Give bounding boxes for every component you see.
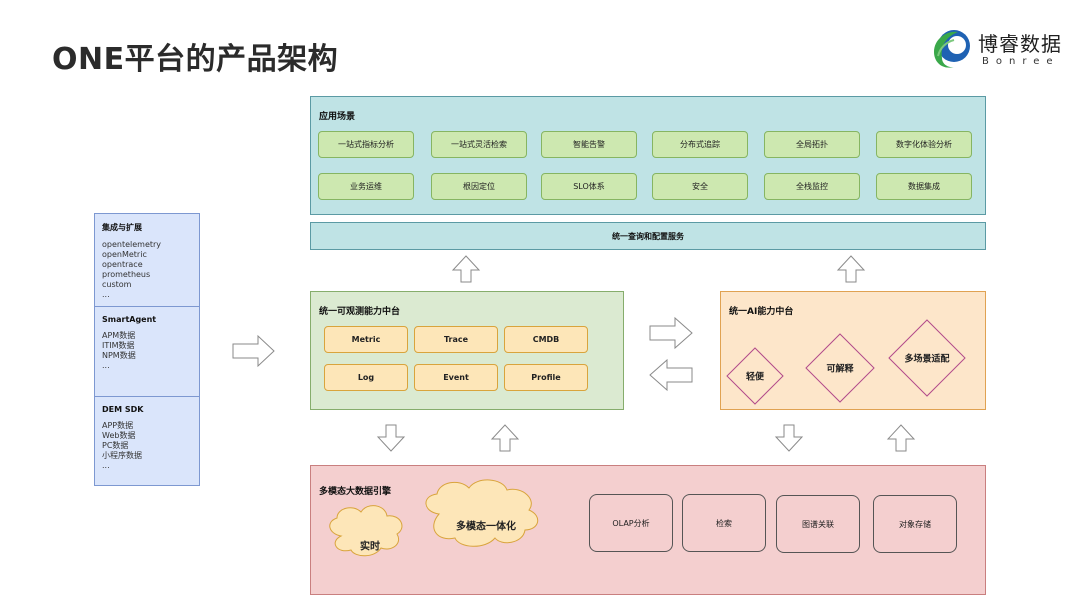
integration-item: custom [102,280,132,289]
arrow-up-icon [451,255,481,283]
smartagent-section-title: SmartAgent [102,315,157,324]
integration-panel: 集成与扩展 opentelemetry openMetric opentrace… [94,213,200,486]
ai-feature-label: 可解释 [826,364,854,375]
diamond-shape [805,333,875,403]
observability-item: Profile [504,364,588,391]
dem-sdk-section: DEM SDK APP数据 Web数据 PC数据 小程序数据 ... [95,396,199,486]
dem-sdk-item: ... [102,461,110,470]
ai-diamonds-layer [726,319,966,405]
smartagent-item: ... [102,361,110,370]
application-scenarios-box: 应用场景 一站式指标分析 一站式灵活检索 智能告警 分布式追踪 全局拓扑 数字化… [310,96,986,215]
logo-name-cn: 博睿数据 [978,32,1062,56]
page-title: ONE平台的产品架构 [52,42,339,77]
cloud-label: 多模态一体化 [456,521,516,533]
cloud-label: 实时 [360,541,380,553]
scenario-item: 全栈监控 [764,173,860,200]
scenario-item: 数据集成 [876,173,972,200]
integration-item: prometheus [102,270,151,279]
ai-feature-label: 多场景适配 [904,354,950,365]
scenario-item: 根因定位 [431,173,527,200]
engine-item: OLAP分析 [589,494,673,552]
cloud-shape [425,479,539,547]
data-engine-box: 多模态大数据引擎 实时 多模态一体化 OLAP分析 检索 图谱关联 对象存储 [310,465,986,595]
smartagent-section: SmartAgent APM数据 ITIM数据 NPM数据 ... [95,306,199,396]
query-service-bar: 统一查询和配置服务 [310,222,986,250]
observability-platform-box: 统一可观测能力中台 Metric Trace CMDB Log Event Pr… [310,291,624,410]
scenario-item: SLO体系 [541,173,637,200]
observability-item: CMDB [504,326,588,353]
engine-item: 检索 [682,494,766,552]
data-engine-title: 多模态大数据引擎 [319,487,392,497]
arrow-up-icon [886,424,916,452]
smartagent-item: ITIM数据 [102,341,135,350]
dem-sdk-item: Web数据 [102,431,136,440]
cloud-shape [329,505,403,557]
ai-feature-label: 轻便 [745,372,765,383]
integration-section-title: 集成与扩展 [102,223,142,232]
ai-platform-title: 统一AI能力中台 [729,307,794,317]
dem-sdk-section-title: DEM SDK [102,405,144,414]
observability-item: Trace [414,326,498,353]
dem-sdk-item: PC数据 [102,441,129,450]
smartagent-item: NPM数据 [102,351,136,360]
dem-sdk-item: APP数据 [102,421,134,430]
arrow-down-icon [774,424,804,452]
bonree-logo-icon [934,30,970,68]
engine-item: 对象存储 [873,495,957,553]
engine-item: 图谱关联 [776,495,860,553]
logo-name-en: Bonree [982,56,1060,67]
arrow-up-icon [836,255,866,283]
dem-sdk-item: 小程序数据 [102,451,142,460]
observability-item: Event [414,364,498,391]
arrow-up-icon [490,424,520,452]
smartagent-item: APM数据 [102,331,136,340]
integration-item: opentelemetry [102,240,162,249]
arrow-left-icon [649,358,693,392]
integration-item: ... [102,290,110,299]
diamond-shape [726,347,784,405]
arrows-layer [232,255,916,452]
scenario-item: 安全 [652,173,748,200]
scenario-item: 全局拓扑 [764,131,860,158]
scenario-item: 业务运维 [318,173,414,200]
scenario-item: 智能告警 [541,131,637,158]
observability-item: Metric [324,326,408,353]
ai-platform-box: 统一AI能力中台 轻便 可解释 多场景适配 [720,291,986,410]
scenario-item: 数字化体验分析 [876,131,972,158]
engine-clouds-layer [329,479,539,557]
integration-section: 集成与扩展 opentelemetry openMetric opentrace… [95,214,199,306]
arrow-right-icon [649,316,693,350]
arrow-right-icon [232,334,275,368]
scenario-item: 一站式灵活检索 [431,131,527,158]
scenario-item: 一站式指标分析 [318,131,414,158]
integration-item: openMetric [102,250,147,259]
diamond-shape [888,319,966,397]
integration-item: opentrace [102,260,143,269]
observability-item: Log [324,364,408,391]
scenario-item: 分布式追踪 [652,131,748,158]
brand-logo: 博睿数据 Bonree [930,24,1062,72]
observability-platform-title: 统一可观测能力中台 [319,307,401,317]
arrow-down-icon [376,424,406,452]
application-scenarios-title: 应用场景 [319,112,356,122]
